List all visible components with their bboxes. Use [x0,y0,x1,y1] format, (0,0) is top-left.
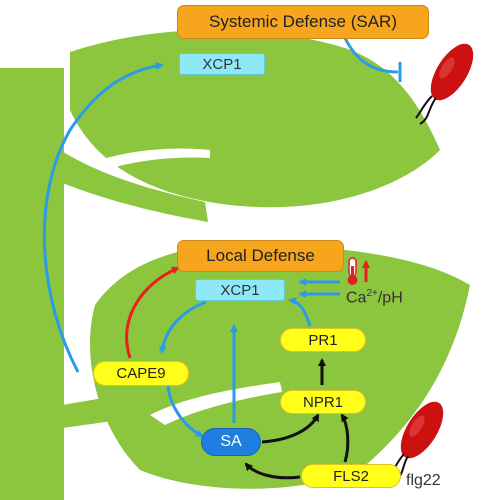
xcp1-local-box: XCP1 [195,279,285,301]
ca-ph-label: Ca2+/pH [346,288,403,307]
sa-box: SA [201,428,261,456]
lower-leaf [90,243,470,489]
cape9-box: CAPE9 [93,361,189,386]
flg22-label: flg22 [406,472,441,489]
pathogen-icon [415,43,474,125]
local-defense-box: Local Defense [177,240,344,272]
thermometer-icon [347,257,358,285]
pr1-box: PR1 [280,328,366,352]
npr1-box: NPR1 [280,390,366,414]
lower-leaf-notch [150,382,282,425]
xcp1-systemic-box: XCP1 [179,53,265,75]
arrow-fls2-to-npr1 [340,413,350,463]
upper-leaf-notch [100,148,210,168]
arrow-cape9-to-sa [166,385,204,438]
arrow-cape9-to-local-defense [125,266,180,359]
systemic-defense-box: Systemic Defense (SAR) [177,5,429,39]
fls2-box: FLS2 [301,464,401,488]
upper-leaf [70,30,440,208]
arrow-fls2-to-sa [244,462,301,480]
arrow-pr1-to-xcp1 [288,297,312,327]
pathogen-icon [389,401,444,481]
inhibit-sar-pathogen [343,37,399,74]
arrow-sa-to-npr1 [261,413,320,444]
arrow-cape9-to-systemic-xcp1 [42,61,164,373]
arrow-xcp1-to-cape9 [158,300,207,354]
